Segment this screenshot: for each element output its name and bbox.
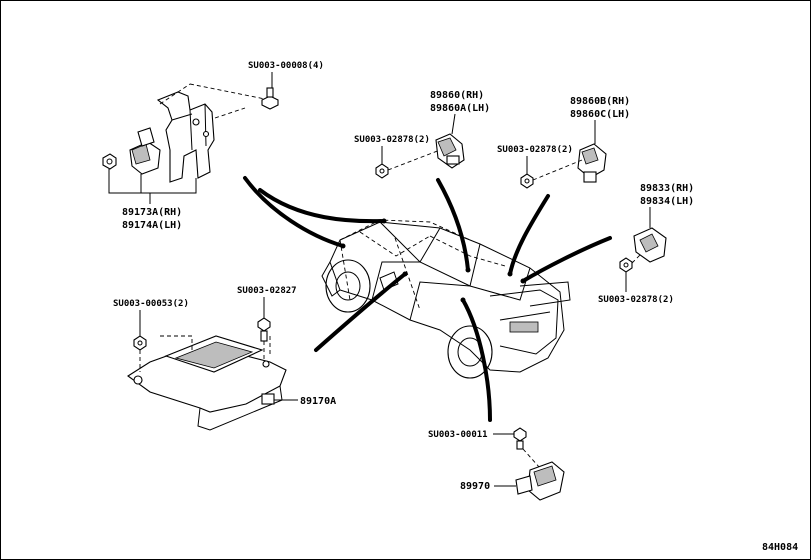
label-89173a: 89173A(RH) [122, 207, 182, 218]
label-89860b: 89860B(RH) [570, 96, 630, 107]
label-89860c: 89860C(LH) [570, 109, 630, 120]
callout-curves [243, 176, 612, 422]
label-89970: 89970 [460, 481, 490, 492]
label-su003-02827: SU003-02827 [237, 286, 297, 296]
label-su003-02878-b: SU003-02878(2) [497, 145, 573, 155]
bolt-icon [261, 87, 279, 110]
bolt-icon [513, 427, 527, 450]
label-su003-00008: SU003-00008(4) [248, 61, 324, 71]
label-su003-02878-c: SU003-02878(2) [598, 295, 674, 305]
label-su003-00053: SU003-00053(2) [113, 299, 189, 309]
sensor-89970 [513, 427, 565, 501]
label-su003-02878-a: SU003-02878(2) [354, 135, 430, 145]
sensor-89860b [520, 143, 607, 189]
label-89174a: 89174A(LH) [122, 220, 182, 231]
label-89170a: 89170A [300, 396, 336, 407]
front-sensor-bracket-assembly [102, 83, 279, 194]
sensor-89833 [619, 227, 667, 273]
label-su003-00011: SU003-00011 [428, 430, 488, 440]
bolt-icon [257, 317, 271, 342]
label-89833: 89833(RH) [640, 183, 694, 194]
airbag-ecu [127, 317, 287, 431]
car-body [321, 219, 571, 379]
label-89860: 89860(RH) [430, 90, 484, 101]
label-89834: 89834(LH) [640, 196, 694, 207]
label-89860a: 89860A(LH) [430, 103, 490, 114]
drawing-code: 84H084 [762, 542, 798, 553]
